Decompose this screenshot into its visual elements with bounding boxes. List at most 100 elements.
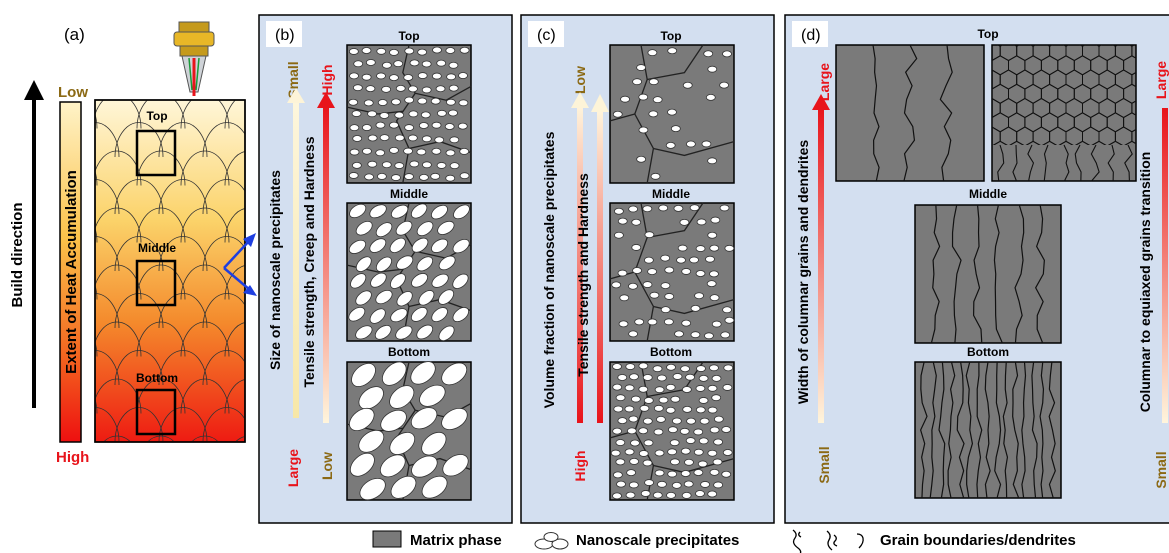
precipitate [695,270,706,277]
precipitate [448,109,458,117]
precipitate [698,397,709,404]
precipitate [431,121,442,129]
precipitate [395,84,406,92]
precipitate [722,50,732,58]
precipitate [417,48,428,56]
precipitate [361,73,372,81]
precipitate [713,481,724,489]
panel-b-label-box [266,21,302,47]
precipitate [416,324,434,340]
precipitate [630,395,641,403]
precipitate [650,172,661,180]
precipitate [628,282,638,290]
grain-boundary [951,204,962,344]
precipitate [348,306,366,322]
precipitate [680,447,691,455]
precipitate [644,479,654,486]
precipitate [355,325,373,340]
precipitate [452,238,470,254]
panel-c: (c) Volume fraction of nanoscale precipi… [520,14,775,524]
precipitate [626,427,637,435]
panel-d-label-box [792,21,828,47]
precipitate [625,491,636,499]
panel-b: (b) Small Size of nanoscale precipitates… [258,14,513,524]
precipitate [667,470,678,478]
equiaxed-grain [1124,140,1136,145]
b-arrow2-shaft [323,105,329,423]
precipitate [709,364,719,372]
precipitate [390,475,417,499]
precipitate [408,85,418,93]
precipitate [671,481,682,489]
precipitate [625,363,636,370]
precipitate [389,385,415,409]
precipitate [404,173,414,180]
precipitate [648,78,659,86]
precipitate [436,109,447,117]
precipitate [395,325,413,340]
heat-low-label: Low [58,84,88,101]
precipitate [418,290,435,306]
precipitate [721,426,732,433]
precipitate [617,217,628,225]
precipitate [445,47,456,54]
precipitate [416,148,427,156]
precipitate [654,449,665,457]
precipitate [711,320,722,328]
equiaxed-grain [1091,140,1107,145]
precipitate [391,174,401,181]
precipitate [707,449,718,457]
legend-boundaries-label: Grain boundaries/dendrites [880,532,1076,549]
precipitate [673,204,684,212]
precipitate [693,428,704,436]
precipitate [363,99,374,107]
precipitate [681,319,692,327]
grain-boundary [930,204,941,344]
precipitate [421,135,432,143]
precipitate [361,124,372,131]
precipitate [664,266,675,274]
precipitate [369,238,387,253]
c-top-title: Top [660,29,681,43]
d-arrow2-shaft [1162,108,1168,423]
precipitate [459,172,470,180]
b-bottom-micrograph [346,361,472,501]
b-arrow1-shaft [293,100,299,418]
precipitate [395,220,413,236]
d-arrow1-top: Large [816,63,832,101]
precipitate [350,273,367,289]
top-region-box [135,129,177,177]
precipitate [642,417,653,425]
precipitate [670,125,681,133]
precipitate [626,469,637,477]
precipitate [446,73,457,81]
precipitate [624,384,635,392]
precipitate [709,294,720,302]
grain-boundary [1048,361,1056,499]
precipitate [375,222,393,238]
precipitate [707,490,718,498]
panel-c-label-box [528,21,564,47]
precipitate [666,363,676,371]
precipitate [652,491,663,499]
precipitate [612,471,623,479]
precipitate [634,318,645,326]
b-arrow2-head [317,92,335,108]
precipitate [375,289,393,305]
matrix-area [914,204,1062,344]
b-middle-title: Middle [390,187,428,201]
precipitate [421,60,432,68]
d-arrow2-label: Columnar to equiaxed grains transition [1137,152,1153,413]
b-middle-micrograph [346,202,472,342]
c-top-micrograph [609,44,735,184]
precipitate [449,136,460,144]
precipitate [421,475,448,499]
precipitate [664,293,675,300]
precipitate [358,386,384,410]
precipitate [711,394,722,402]
precipitate [352,84,363,92]
precipitate [707,65,718,73]
precipitate [352,135,363,142]
precipitate [349,407,375,432]
